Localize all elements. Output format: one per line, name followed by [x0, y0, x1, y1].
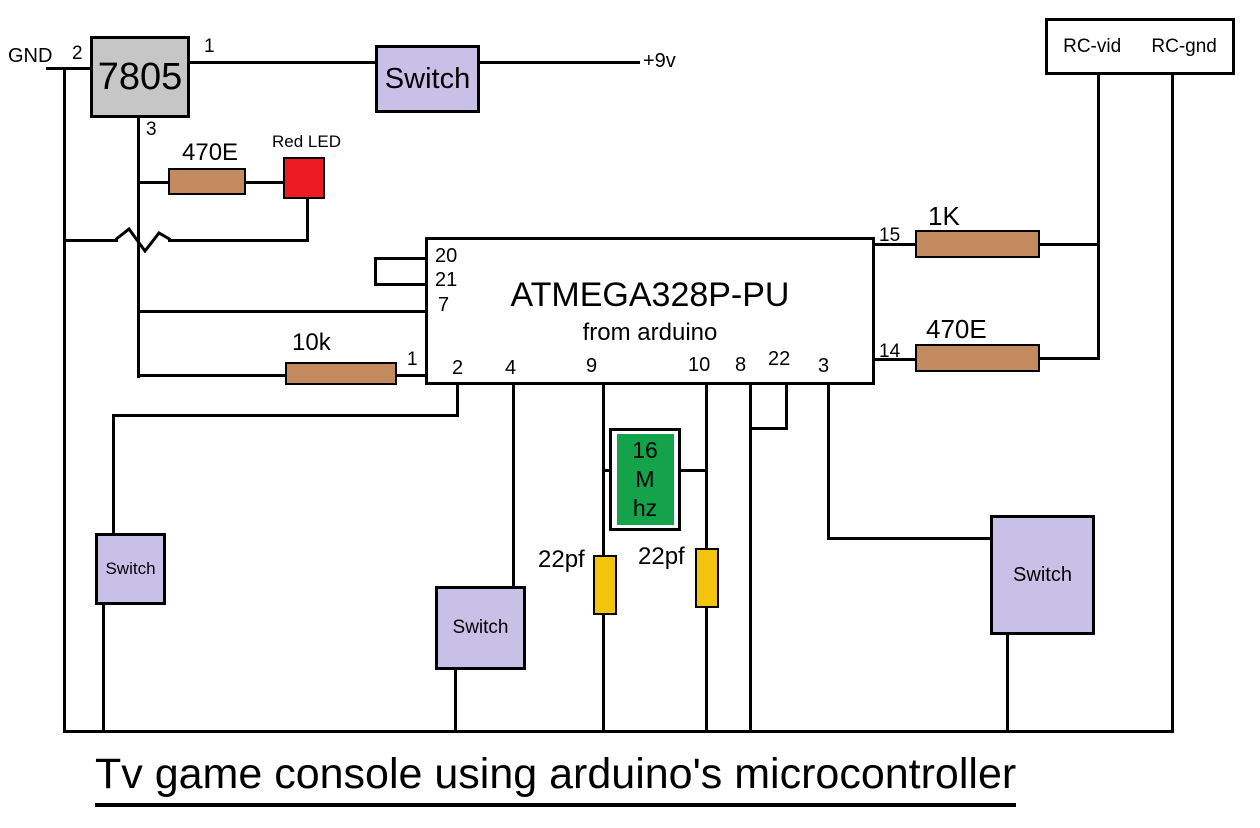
wire-led-gnd-right [168, 239, 308, 242]
cap-right-label: 22pf [638, 543, 685, 570]
wire-ground-bus [63, 730, 1174, 733]
resistor-1k-sync [915, 230, 1040, 258]
power-switch: Switch [375, 45, 480, 113]
wire-rc-gnd-rail [1171, 73, 1174, 733]
wire-pin10-down [705, 383, 708, 550]
res470-video-label: 470E [926, 314, 987, 344]
reg-pin1-label: 1 [204, 36, 215, 57]
wire-res470-left [140, 181, 168, 184]
crystal-line1: 16 [632, 437, 658, 464]
wire-pin21-stub [375, 283, 427, 286]
wire-crystal-stub-left [602, 469, 612, 472]
wire-crystal-stub-right [679, 469, 708, 472]
wire-switch-left-top [112, 414, 115, 535]
wire-pin8-down [749, 383, 752, 733]
plus9v-label: +9v [643, 50, 676, 72]
mcu-atmega328: ATMEGA328P-PU from arduino [425, 237, 875, 385]
regulator-label: 7805 [97, 55, 183, 98]
mcu-pin14-label: 14 [879, 341, 901, 362]
wire-pin7-vcc [137, 310, 427, 313]
mcu-pin22-label: 22 [768, 348, 791, 370]
reg-pin2-label: 2 [72, 43, 83, 64]
red-led [283, 157, 325, 199]
mcu-pin15-label: 15 [879, 225, 901, 246]
wire-reg-pin3-rail [137, 116, 140, 378]
capacitor-22pf-right [695, 548, 719, 608]
mcu-pin1-label: 1 [407, 349, 418, 370]
wire-10k-left [137, 374, 287, 377]
res470-led-label: 470E [182, 139, 239, 166]
resistor-470e-led [168, 168, 246, 195]
rca-connector: RC-vid RC-gnd [1045, 18, 1235, 75]
wire-pin2-down [456, 383, 459, 417]
button-switch-left: Switch [95, 533, 166, 605]
gnd-label: GND [8, 45, 53, 67]
crystal-16mhz: 16 M hz [609, 428, 681, 531]
wire-pin22-join [749, 427, 788, 430]
wire-led-gnd-left [63, 239, 118, 242]
wire-pin3-to-switch [827, 537, 992, 540]
wire-gnd-rail-left [63, 67, 66, 733]
mcu-pin20-label: 20 [435, 245, 458, 267]
wire-470-to-vid [1038, 357, 1100, 360]
wire-10k-to-pin1 [395, 374, 427, 377]
button-switch-right: Switch [990, 515, 1095, 635]
capacitor-22pf-left [593, 555, 617, 615]
mcu-subtitle: from arduino [582, 318, 718, 346]
wire-gnd-in [46, 67, 92, 70]
mcu-pin21-label: 21 [435, 269, 458, 291]
red-led-label: Red LED [272, 132, 341, 151]
diagram-title: Tv game console using arduino's microcon… [95, 750, 1017, 807]
mcu-name: ATMEGA328P-PU [510, 275, 790, 314]
wire-cap-left-bottom [602, 614, 605, 733]
voltage-regulator-7805: 7805 [90, 36, 190, 118]
resistor-10k-reset [285, 362, 397, 385]
mcu-pin3-label: 3 [818, 355, 830, 377]
wire-rc-vid-rail [1097, 73, 1100, 360]
mcu-pin8-label: 8 [735, 354, 747, 376]
wire-switch-mid-bottom [454, 669, 457, 733]
wire-pin2-left [112, 414, 459, 417]
crystal-line3: hz [632, 494, 658, 521]
mcu-pin9-label: 9 [586, 355, 598, 377]
mcu-pin10-label: 10 [688, 354, 711, 376]
switch-left-label: Switch [105, 559, 156, 578]
mcu-pin4-label: 4 [505, 357, 517, 379]
crystal-body: 16 M hz [616, 434, 674, 525]
wire-1k-to-vid [1038, 243, 1100, 246]
wire-pin3-down [827, 383, 830, 540]
wire-switch-right-bottom [1006, 633, 1009, 733]
wire-led-down [306, 197, 309, 242]
crystal-line2: M [635, 466, 655, 493]
wire-pin22-down [785, 383, 788, 430]
wire-pin20-stub [375, 257, 427, 260]
rc-vid-label: RC-vid [1063, 35, 1122, 57]
resistor-470e-video [915, 344, 1040, 372]
mcu-pin7-label: 7 [438, 294, 450, 316]
switch-right-label: Switch [1013, 563, 1072, 586]
res1k-label: 1K [928, 201, 960, 231]
power-switch-label: Switch [384, 62, 471, 95]
wire-pin15-stub [873, 243, 917, 246]
rc-gnd-label: RC-gnd [1151, 35, 1217, 57]
switch-middle-label: Switch [452, 617, 509, 638]
wire-res470-to-led [246, 181, 283, 184]
wire-cap-right-bottom [705, 607, 708, 733]
button-switch-middle: Switch [435, 586, 526, 670]
cap-left-label: 22pf [538, 546, 585, 573]
wire-switch-left-bottom [102, 604, 105, 733]
wire-pin14-stub [873, 358, 917, 361]
wire-pin20-21-join [374, 257, 377, 286]
reg-pin3-label: 3 [146, 119, 157, 140]
res10k-label: 10k [292, 329, 331, 356]
mcu-pin2-label: 2 [452, 357, 464, 379]
wire-zigzag-crossing [115, 227, 171, 253]
wire-pin4-down [512, 383, 515, 588]
